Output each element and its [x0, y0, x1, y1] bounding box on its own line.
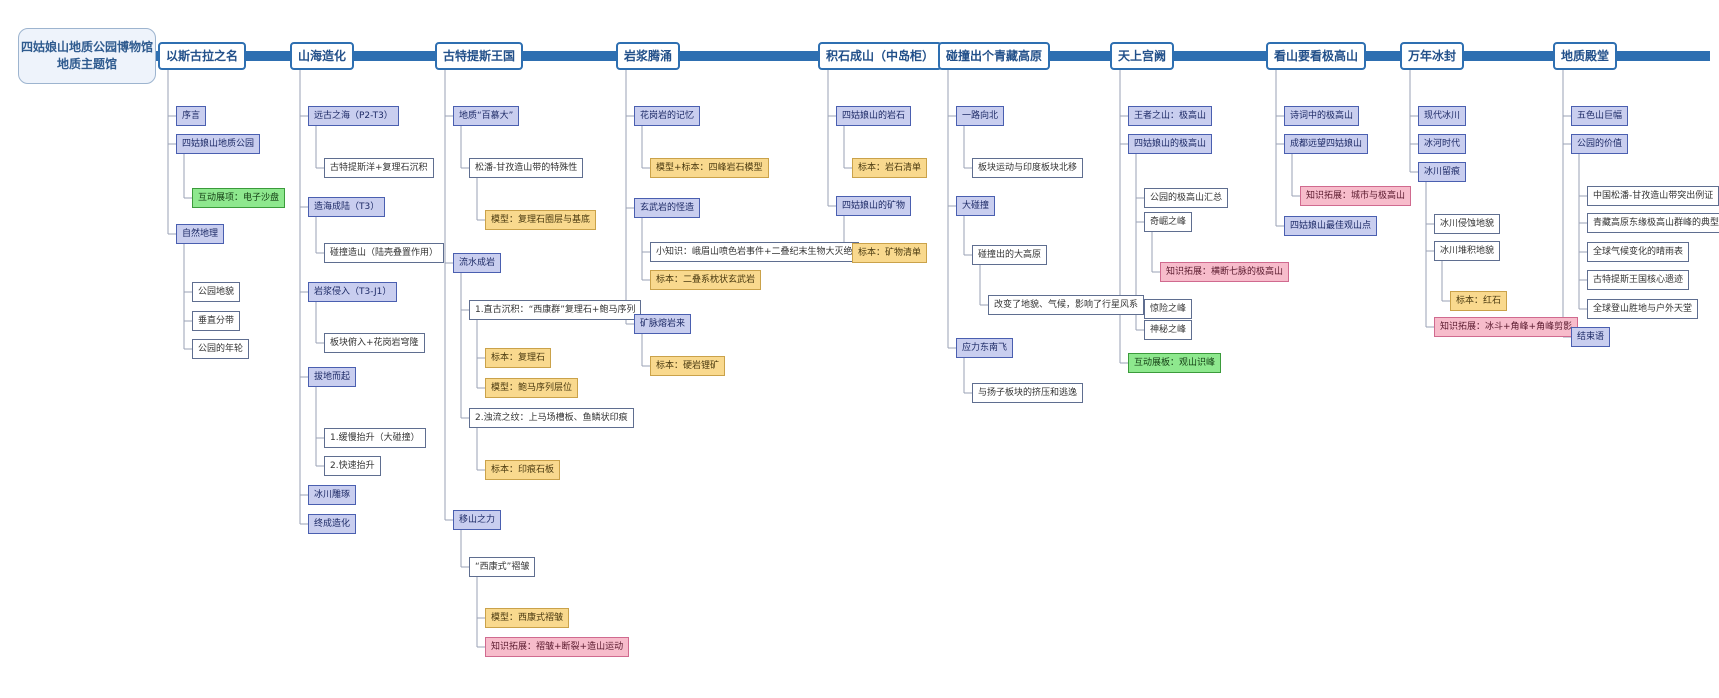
topic-node[interactable]: 序言 [176, 106, 207, 126]
topic-node[interactable]: 四姑娘山的岩石 [836, 106, 912, 126]
subtopic-node[interactable]: 碰撞出的大高原 [972, 245, 1048, 265]
root-title-line1: 四姑娘山地质公园博物馆 [20, 40, 153, 54]
topic-node[interactable]: 四姑娘山的矿物 [836, 196, 912, 216]
subtopic-node[interactable]: 垂直分带 [192, 311, 241, 331]
topic-node[interactable]: 拔地而起 [308, 367, 357, 387]
hub-node[interactable]: 岩浆腾涌 [616, 42, 681, 70]
hub-node[interactable]: 地质殿堂 [1553, 42, 1618, 70]
subtopic-node[interactable]: 与扬子板块的挤压和逃逸 [972, 383, 1084, 403]
topic-node[interactable]: 移山之力 [453, 510, 502, 530]
topic-node[interactable]: 四姑娘山地质公园 [176, 134, 261, 154]
subtopic-node[interactable]: 古特提斯洋+复理石沉积 [324, 158, 434, 178]
subtopic-node[interactable]: “西康式”褶皱 [469, 557, 536, 577]
subtopic-node[interactable]: 公园的极高山汇总 [1144, 188, 1229, 208]
topic-node[interactable]: 远古之海（P2-T3） [308, 106, 399, 126]
topic-node[interactable]: 冰河时代 [1418, 134, 1467, 154]
topic-node[interactable]: 成都远望四姑娘山 [1284, 134, 1369, 154]
topic-node[interactable]: 诗词中的极高山 [1284, 106, 1360, 126]
subtopic-node[interactable]: 标本：矿物清单 [852, 243, 928, 263]
subtopic-node[interactable]: 模型+标本：四峰岩石模型 [650, 158, 769, 178]
topic-node[interactable]: 自然地理 [176, 224, 225, 244]
topic-node[interactable]: 冰川雕琢 [308, 485, 357, 505]
hub-node[interactable]: 万年冰封 [1400, 42, 1465, 70]
topic-node[interactable]: 地质“百慕大” [453, 106, 520, 126]
subtopic-node[interactable]: 冰川侵蚀地貌 [1434, 214, 1501, 234]
subtopic-node[interactable]: 全球气候变化的晴雨表 [1587, 242, 1690, 262]
topic-node[interactable]: 终成造化 [308, 514, 357, 534]
subtopic-node[interactable]: 改变了地貌、气候，影响了行星风系 [988, 295, 1145, 315]
subtopic-node[interactable]: 模型：西康式褶皱 [485, 608, 570, 628]
subtopic-node[interactable]: 小知识：峨眉山喷色岩事件+二叠纪末生物大灭绝 [650, 242, 859, 262]
subtopic-node[interactable]: 板块俯入+花岗岩穹隆 [324, 333, 425, 353]
topic-node[interactable]: 大碰撞 [956, 196, 996, 216]
topic-node[interactable]: 四姑娘山的极高山 [1128, 134, 1213, 154]
hub-node[interactable]: 以斯古拉之名 [158, 42, 247, 70]
topic-node[interactable]: 现代冰川 [1418, 106, 1467, 126]
subtopic-node[interactable]: 标本：红石 [1450, 291, 1508, 311]
subtopic-node[interactable]: 松潘-甘孜造山带的特殊性 [469, 158, 584, 178]
topic-node[interactable]: 岩浆侵入（T3-J1） [308, 282, 398, 302]
subtopic-node[interactable]: 古特提斯王国核心遗迹 [1587, 270, 1690, 290]
subtopic-node[interactable]: 冰川堆积地貌 [1434, 241, 1501, 261]
subtopic-node[interactable]: 2.浊流之纹：上马场槽板、鱼鳞状印痕 [469, 408, 634, 428]
subtopic-node[interactable]: 青藏高原东缘极高山群峰的典型代表 [1587, 213, 1719, 233]
subtopic-node[interactable]: 知识拓展：冰斗+角峰+角峰剪影 [1434, 317, 1579, 337]
subtopic-node[interactable]: 互动展项：电子沙盘 [192, 188, 286, 208]
topic-node[interactable]: 一路向北 [956, 106, 1005, 126]
subtopic-node[interactable]: 碰撞造山（陆壳叠置作用） [324, 243, 445, 263]
subtopic-node[interactable]: 公园地貌 [192, 282, 241, 302]
topic-node[interactable]: 公园的价值 [1571, 134, 1629, 154]
hub-node[interactable]: 山海造化 [290, 42, 355, 70]
topic-node[interactable]: 造海成陆（T3） [308, 197, 386, 217]
subtopic-node[interactable]: 知识拓展：城市与极高山 [1300, 186, 1412, 206]
subtopic-node[interactable]: 奇崛之峰 [1144, 212, 1193, 232]
subtopic-node[interactable]: 标本：岩石清单 [852, 158, 928, 178]
hub-node[interactable]: 看山要看极高山 [1266, 42, 1367, 70]
topic-node[interactable]: 流水成岩 [453, 253, 502, 273]
subtopic-node[interactable]: 全球登山胜地与户外天堂 [1587, 299, 1699, 319]
subtopic-node[interactable]: 知识拓展：横断七脉的极高山 [1160, 262, 1290, 282]
topic-node[interactable]: 冰川留痕 [1418, 162, 1467, 182]
subtopic-node[interactable]: 模型：复理石圈层与基底 [485, 210, 597, 230]
subtopic-node[interactable]: 公园的年轮 [192, 339, 250, 359]
subtopic-node[interactable]: 中国松潘-甘孜造山带突出例证 [1587, 186, 1719, 206]
subtopic-node[interactable]: 神秘之峰 [1144, 320, 1193, 340]
topic-node[interactable]: 矿脉熔岩来 [634, 314, 692, 334]
subtopic-node[interactable]: 惊险之峰 [1144, 299, 1193, 319]
topic-node[interactable]: 花岗岩的记忆 [634, 106, 701, 126]
root-node[interactable]: 四姑娘山地质公园博物馆 地质主题馆 [18, 28, 156, 84]
subtopic-node[interactable]: 1.直古沉积：“西康群”复理石+鲍马序列 [469, 300, 642, 320]
subtopic-node[interactable]: 2.快速抬升 [324, 456, 381, 476]
topic-node[interactable]: 结束语 [1571, 327, 1611, 347]
subtopic-node[interactable]: 知识拓展：褶皱+断裂+造山运动 [485, 637, 630, 657]
subtopic-node[interactable]: 模型：鲍马序列层位 [485, 378, 579, 398]
topic-node[interactable]: 玄武岩的怪造 [634, 198, 701, 218]
hub-node[interactable]: 积石成山（中岛柜） [818, 42, 943, 70]
subtopic-node[interactable]: 1.缓慢抬升（大碰撞） [324, 428, 426, 448]
topic-node[interactable]: 互动展板：观山识峰 [1128, 353, 1222, 373]
root-title-line2: 地质主题馆 [56, 57, 117, 71]
topic-node[interactable]: 四姑娘山最佳观山点 [1284, 216, 1378, 236]
hub-node[interactable]: 天上宫阙 [1110, 42, 1175, 70]
subtopic-node[interactable]: 标本：复理石 [485, 348, 552, 368]
subtopic-node[interactable]: 板块运动与印度板块北移 [972, 158, 1084, 178]
topic-node[interactable]: 应力东南飞 [956, 338, 1014, 358]
subtopic-node[interactable]: 标本：印痕石板 [485, 460, 561, 480]
subtopic-node[interactable]: 标本：二叠系枕状玄武岩 [650, 270, 762, 290]
topic-node[interactable]: 五色山巨幅 [1571, 106, 1629, 126]
subtopic-node[interactable]: 标本：硬岩锂矿 [650, 356, 726, 376]
hub-node[interactable]: 古特提斯王国 [435, 42, 524, 70]
hub-node[interactable]: 碰撞出个青藏高原 [938, 42, 1051, 70]
topic-node[interactable]: 王者之山：极高山 [1128, 106, 1213, 126]
